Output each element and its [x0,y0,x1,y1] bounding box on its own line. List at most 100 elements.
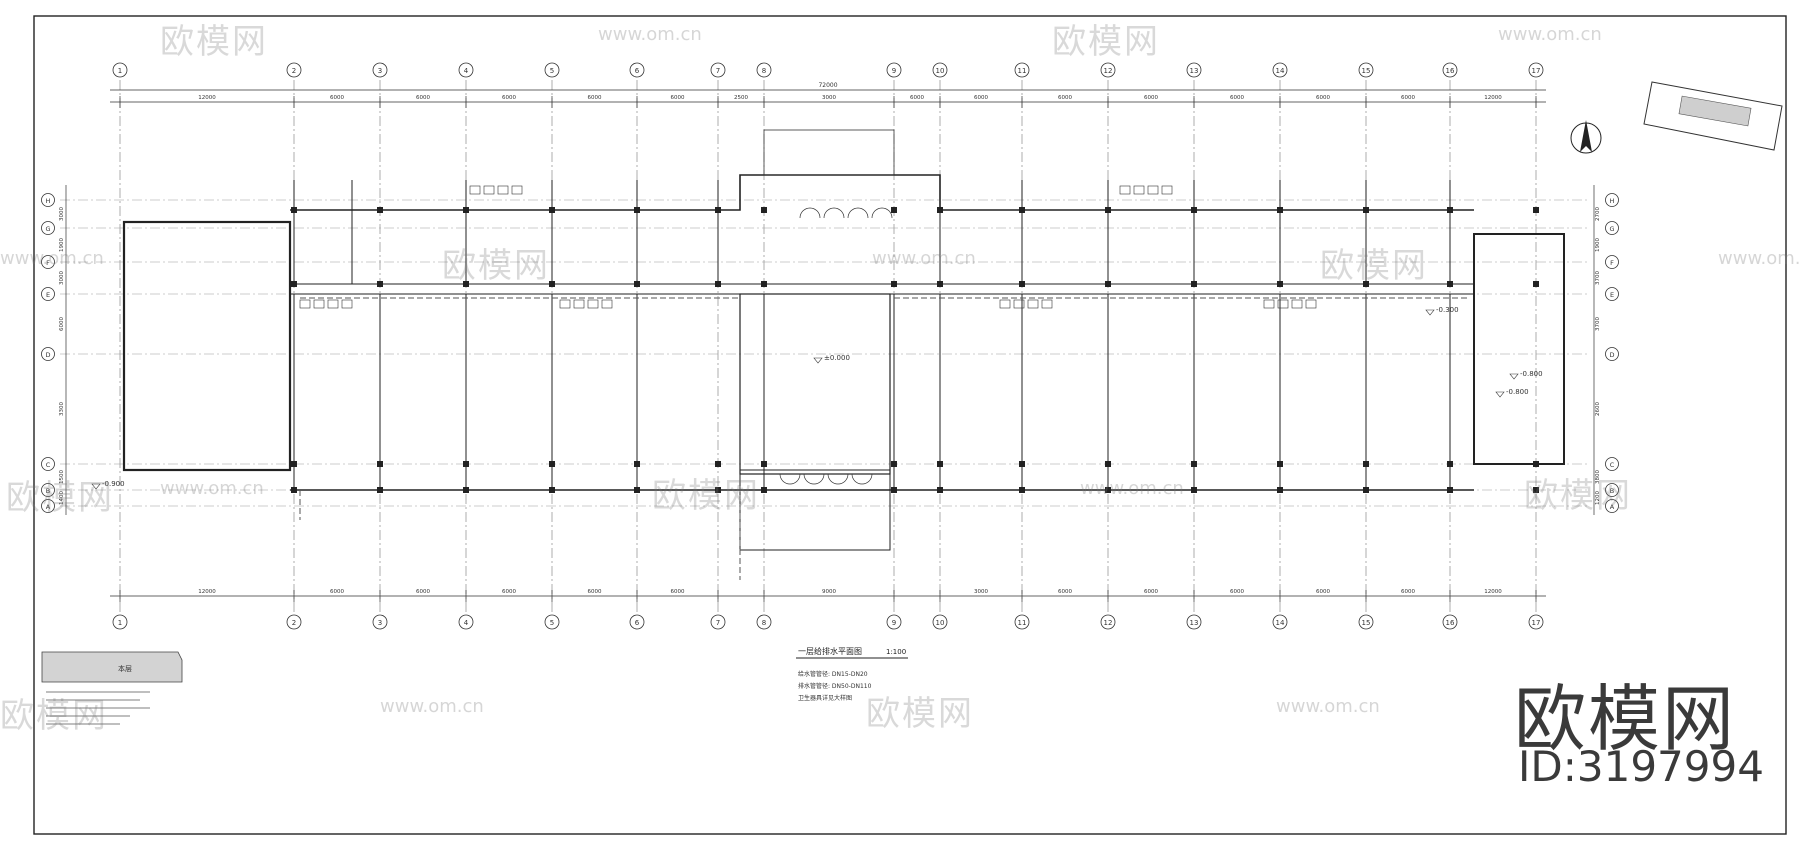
watermark-url: www.om.cn [160,478,264,499]
grid-bubble-right [1605,457,1619,471]
wall-west-hall [122,220,292,472]
sanitary-fixture [483,185,495,195]
watermark-brand: 欧模网 [442,246,550,286]
grid-bubble-left [41,193,55,207]
grid-label-top: 10 [936,67,945,75]
structural-column [761,281,767,287]
grid-bubble-right [1605,347,1619,361]
structural-column [891,207,897,213]
watermark-brand-large: 欧模网 [1514,677,1737,761]
sanitary-fixture [1119,185,1131,195]
grid-label-left: A [46,503,51,511]
structural-column [1277,461,1283,467]
structural-column [1533,487,1539,493]
grid-label-top: 11 [1018,67,1027,75]
dim-label-bottom: 6000 [1316,589,1330,595]
sanitary-fixture [1305,299,1317,309]
door-swing [871,207,893,219]
grid-bubble-top [286,62,302,78]
grid-bubble-top [372,62,388,78]
grid-label-left: E [46,291,50,299]
structural-column [715,281,721,287]
sanitary-fixture [559,299,571,309]
grid-bubble-bottom [1186,614,1202,630]
structural-column [1019,281,1025,287]
dim-label-right: 2600 [1595,402,1601,416]
structural-column [549,207,555,213]
dim-label-bottom: 9000 [822,589,836,595]
dim-label-right: 2700 [1595,207,1601,221]
dim-label-left: 3000 [59,271,65,285]
structural-column [715,207,721,213]
dim-label-top: 6000 [974,95,988,101]
grid-label-top: 13 [1190,67,1199,75]
grid-bubble-bottom [286,614,302,630]
grid-label-right: D [1609,351,1614,359]
grid-bubble-left [41,483,55,497]
grid-bubble-bottom [886,614,902,630]
structural-column [1191,281,1197,287]
dim-label-left: 3000 [59,207,65,221]
dim-label-left: 3300 [59,402,65,416]
structural-column [1105,487,1111,493]
sanitary-fixture [1263,299,1275,309]
sanitary-fixture [573,299,585,309]
structural-column [937,487,943,493]
level-marker [1495,391,1505,398]
structural-column [1277,487,1283,493]
keyplan-label: 本层 [118,664,132,673]
grid-bubble-bottom [756,614,772,630]
structural-column [1447,207,1453,213]
grid-bubble-top [1100,62,1116,78]
grid-label-bottom: 5 [550,619,554,627]
sanitary-fixture [299,299,311,309]
grid-label-right: A [1610,503,1615,511]
structural-column [1363,461,1369,467]
dim-label-bottom: 6000 [1230,589,1244,595]
grid-bubble-left [41,499,55,513]
grid-bubble-right [1605,287,1619,301]
dim-label-top: 2500 [734,95,748,101]
dim-label-top: 6000 [910,95,924,101]
grid-label-left: F [46,259,50,267]
dim-label-top: 12000 [1484,95,1502,101]
grid-bubble-top [544,62,560,78]
sanitary-fixture [587,299,599,309]
wall-north [290,174,1474,211]
level-label: -0.900 [102,480,125,488]
sheet-border [33,15,1787,835]
grid-bubble-top [458,62,474,78]
grid-bubble-right [1605,483,1619,497]
level-label: ±0.000 [824,354,850,362]
grid-bubble-bottom [1442,614,1458,630]
grid-bubble-left [41,347,55,361]
structural-column [463,207,469,213]
dim-label-top: 6000 [1316,95,1330,101]
sanitary-fixture [1277,299,1289,309]
watermark-brand: 欧模网 [1524,476,1632,516]
structural-column [1019,461,1025,467]
sanitary-fixture [1161,185,1173,195]
watermark-brand: 欧模网 [160,22,268,62]
structural-column [1191,487,1197,493]
structural-column [634,281,640,287]
level-label: -0.800 [1520,370,1543,378]
grid-bubble-top [932,62,948,78]
watermark-url: www.om.cn [1276,696,1380,717]
structural-column [634,207,640,213]
grid-label-right: G [1609,225,1614,233]
watermark-url: www.om.cn [872,248,976,269]
dim-label-top: 3000 [822,95,836,101]
dim-label-bottom: 6000 [1144,589,1158,595]
sanitary-fixture [1041,299,1053,309]
structural-column [377,281,383,287]
structural-column [1105,207,1111,213]
structural-column [937,461,943,467]
grid-label-bottom: 13 [1190,619,1199,627]
structural-column [1019,487,1025,493]
structural-column [1191,461,1197,467]
structural-column [715,461,721,467]
grid-label-bottom: 6 [635,619,640,627]
dim-label-left: 1500 [59,470,65,484]
